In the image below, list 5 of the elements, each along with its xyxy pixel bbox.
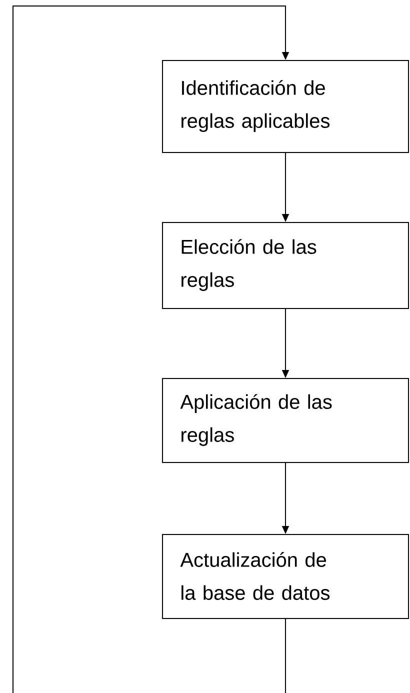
arrow bbox=[12, 6, 290, 693]
process-box: Identificación de reglas aplicables bbox=[162, 60, 409, 153]
process-box: Elección de las reglas bbox=[162, 222, 409, 309]
process-box: Actualización de la base de datos bbox=[162, 534, 409, 619]
process-box: Aplicación de las reglas bbox=[162, 378, 409, 463]
